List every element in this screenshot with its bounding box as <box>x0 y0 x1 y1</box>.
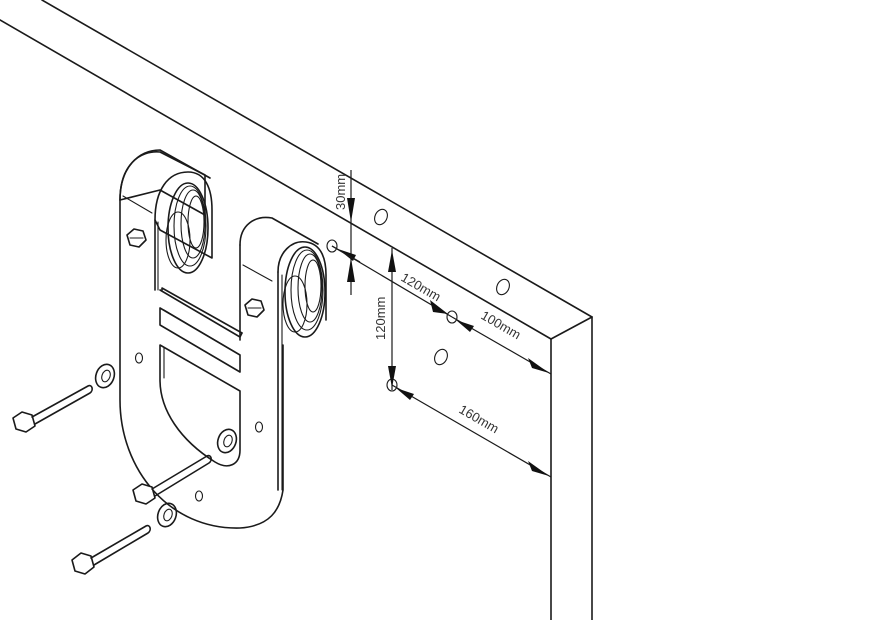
door-panel <box>0 0 593 620</box>
bolt-middle <box>132 454 212 505</box>
bolt-bottom <box>71 524 151 575</box>
plate-hole-2 <box>254 421 264 433</box>
top-hole-1 <box>374 208 388 226</box>
hex-nut-left <box>126 228 147 248</box>
plate-hole-1 <box>134 352 144 364</box>
dim-label-160mm: 160mm <box>457 402 502 437</box>
dim-label-100mm: 100mm <box>479 308 524 343</box>
washer-middle <box>216 428 238 454</box>
drill-mark-2 <box>446 310 458 324</box>
hex-nut-right <box>244 298 265 318</box>
plate-hole-3 <box>194 490 204 502</box>
washer-bottom <box>156 502 178 528</box>
drill-mark-1 <box>326 239 338 253</box>
roller-wheel-right <box>282 246 326 338</box>
hanger-bracket <box>119 149 327 529</box>
roller-wheel-left <box>165 182 209 274</box>
dimension-lines: 30mm 120mm 120mm 100mm 160mm <box>326 170 552 478</box>
face-hole <box>434 348 448 366</box>
top-hole-2 <box>496 278 510 296</box>
bolt-top <box>12 384 93 433</box>
dim-label-30mm: 30mm <box>333 174 348 210</box>
washer-top <box>94 363 116 389</box>
dim-label-120mm-vertical: 120mm <box>373 297 388 340</box>
